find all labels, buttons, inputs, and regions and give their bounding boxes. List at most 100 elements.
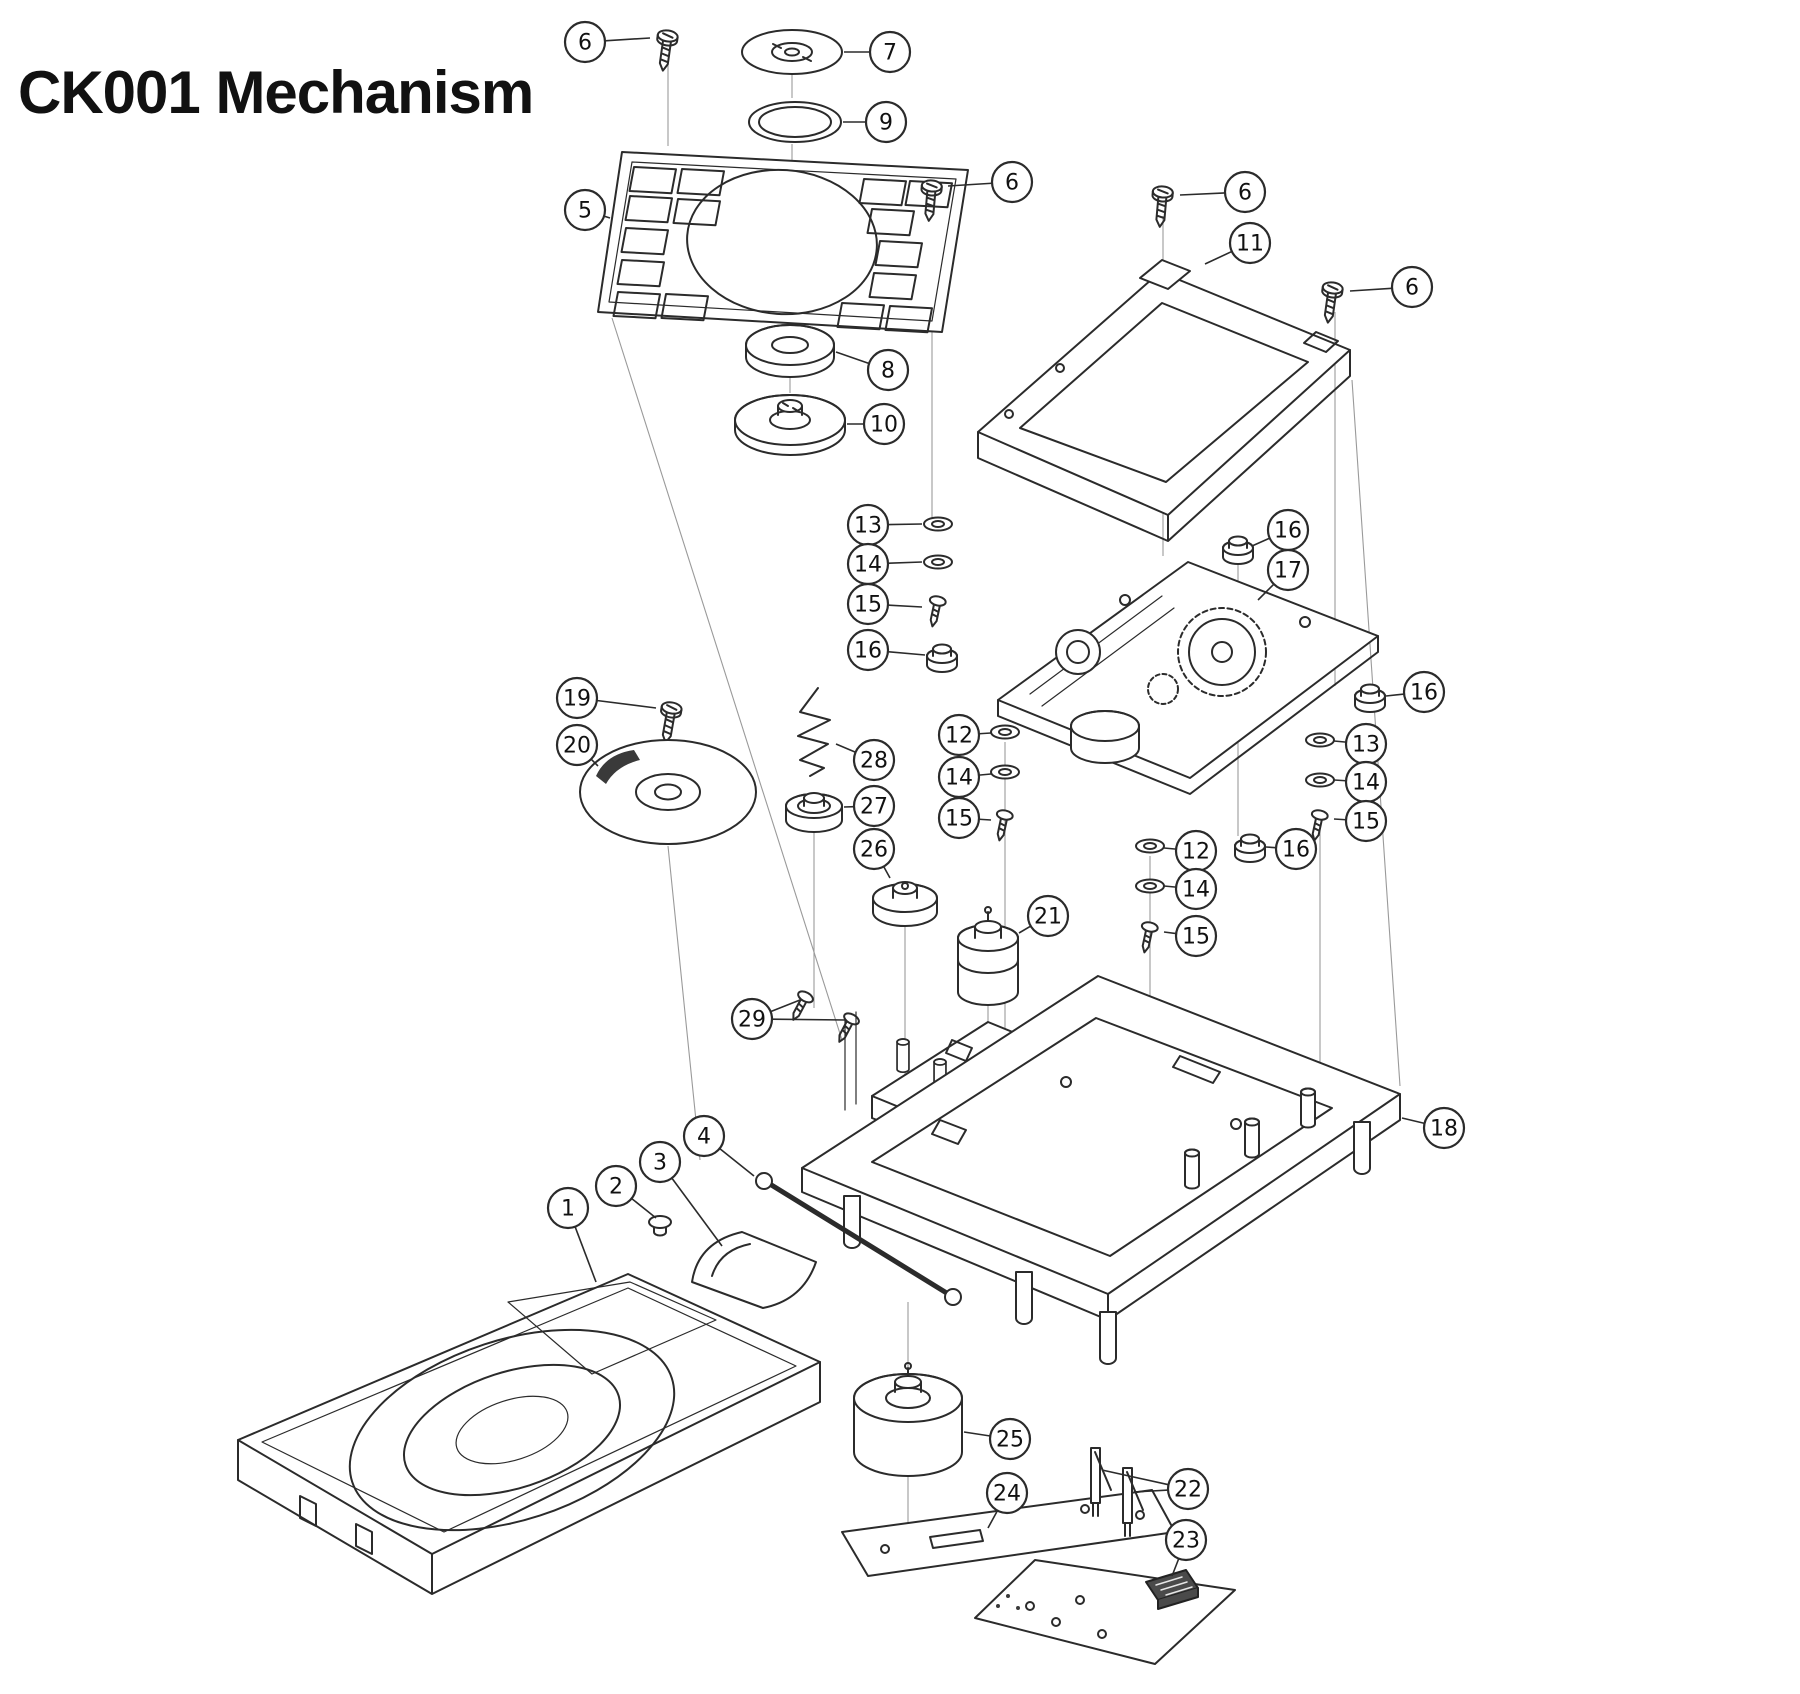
leader-line: [1179, 192, 1226, 196]
callout-balloon: [937, 713, 981, 757]
leader-line: [596, 699, 657, 709]
callout-number: 14: [854, 553, 882, 578]
leader-line: [1101, 1469, 1169, 1486]
part-19-screw: [654, 699, 684, 746]
callout-balloon: [985, 1471, 1029, 1515]
callout-number: 6: [1405, 276, 1419, 301]
leader-line: [770, 999, 801, 1013]
callout-balloon: [862, 402, 906, 446]
callout-number: 23: [1172, 1529, 1200, 1554]
callout-16: 16: [1265, 827, 1318, 871]
callout-6: 6: [1349, 265, 1434, 309]
callout-6: 6: [1179, 170, 1267, 214]
callout-number: 12: [1182, 840, 1210, 865]
leader-line: [887, 561, 923, 565]
callout-12: 12: [937, 713, 992, 757]
callout-balloon: [1266, 548, 1310, 592]
callout-number: 10: [870, 413, 898, 438]
callout-number: 16: [1274, 519, 1302, 544]
callout-balloon: [1422, 1106, 1466, 1150]
callout-27: 27: [843, 784, 896, 828]
callout-number: 21: [1034, 905, 1062, 930]
callout-7: 7: [844, 30, 912, 74]
part-10-turntable: [734, 394, 846, 456]
diagram-title: CK001 Mechanism: [18, 59, 534, 126]
part-4-guide-shaft: [755, 1172, 962, 1306]
leader-line: [671, 1177, 723, 1247]
callout-balloon: [864, 100, 908, 144]
callout-balloon: [846, 628, 890, 672]
callout-balloon: [1026, 894, 1070, 938]
part-27-gear-stack: [785, 792, 843, 833]
callout-number: 9: [879, 111, 893, 136]
callout-balloon: [1402, 670, 1446, 714]
callout-balloon: [990, 160, 1034, 204]
callout-balloon: [1166, 1467, 1210, 1511]
part-29-screws: [785, 988, 862, 1047]
part-22-switches: [1090, 1447, 1144, 1537]
callout-2: 2: [594, 1164, 657, 1219]
leader-line: [963, 1431, 991, 1437]
callout-number: 14: [1182, 878, 1210, 903]
callout-balloon: [1164, 1518, 1208, 1562]
callout-20: 20: [555, 723, 599, 767]
part-18-chassis: [801, 975, 1401, 1365]
callout-18: 18: [1401, 1106, 1466, 1150]
part-23-connector: [1145, 1569, 1199, 1610]
leader-line: [590, 758, 599, 767]
callout-number: 2: [609, 1175, 623, 1200]
leader-line: [835, 743, 856, 753]
callout-number: 8: [881, 359, 895, 384]
leader-line: [604, 37, 651, 42]
callout-number: 5: [578, 199, 592, 224]
callout-29: 29: [730, 997, 847, 1041]
leader-line: [1349, 287, 1393, 292]
leader-line: [574, 1226, 597, 1283]
callout-number: 17: [1274, 559, 1302, 584]
callout-balloon: [1344, 799, 1388, 843]
leader-line: [1333, 818, 1347, 821]
callout-3: 3: [638, 1140, 723, 1247]
callout-15: 15: [937, 796, 992, 840]
leader-line: [1163, 885, 1177, 888]
callout-balloon: [846, 582, 890, 626]
callout-balloon: [594, 1164, 638, 1208]
callout-balloon: [852, 784, 896, 828]
callout-number: 11: [1236, 232, 1264, 257]
leader-line: [1401, 1117, 1425, 1125]
callout-number: 22: [1174, 1478, 1202, 1503]
part-5-top-plate: [597, 151, 969, 334]
callout-17: 17: [1257, 548, 1310, 601]
callout-number: 15: [854, 593, 882, 618]
part-9-ring: [748, 101, 842, 143]
part-17-traverse-unit: [997, 561, 1379, 795]
callout-15: 15: [1163, 914, 1218, 958]
leader-line: [835, 351, 870, 365]
callout-number: 26: [860, 838, 888, 863]
callout-28: 28: [835, 738, 896, 782]
leader-line: [1257, 583, 1275, 601]
callout-balloon: [682, 1114, 726, 1158]
callout-balloon: [852, 738, 896, 782]
callout-19: 19: [555, 676, 657, 720]
leader-line: [1171, 1558, 1180, 1577]
leader-line: [719, 1147, 755, 1177]
part-7-clamper: [741, 29, 843, 75]
callout-balloon: [638, 1140, 682, 1184]
callout-number: 13: [1352, 733, 1380, 758]
leader-line: [978, 773, 992, 776]
callout-number: 15: [945, 807, 973, 832]
leader-line: [1265, 846, 1277, 849]
callout-16: 16: [1385, 670, 1446, 714]
leader-line: [1163, 931, 1177, 935]
callout-number: 18: [1430, 1117, 1458, 1142]
callout-number: 12: [945, 724, 973, 749]
leader-line: [887, 604, 923, 608]
callout-balloon: [868, 30, 912, 74]
callout-12: 12: [1163, 829, 1218, 873]
callout-16: 16: [1251, 508, 1310, 552]
callout-number: 15: [1182, 925, 1210, 950]
callout-balloon: [1390, 265, 1434, 309]
callout-number: 24: [993, 1482, 1021, 1507]
